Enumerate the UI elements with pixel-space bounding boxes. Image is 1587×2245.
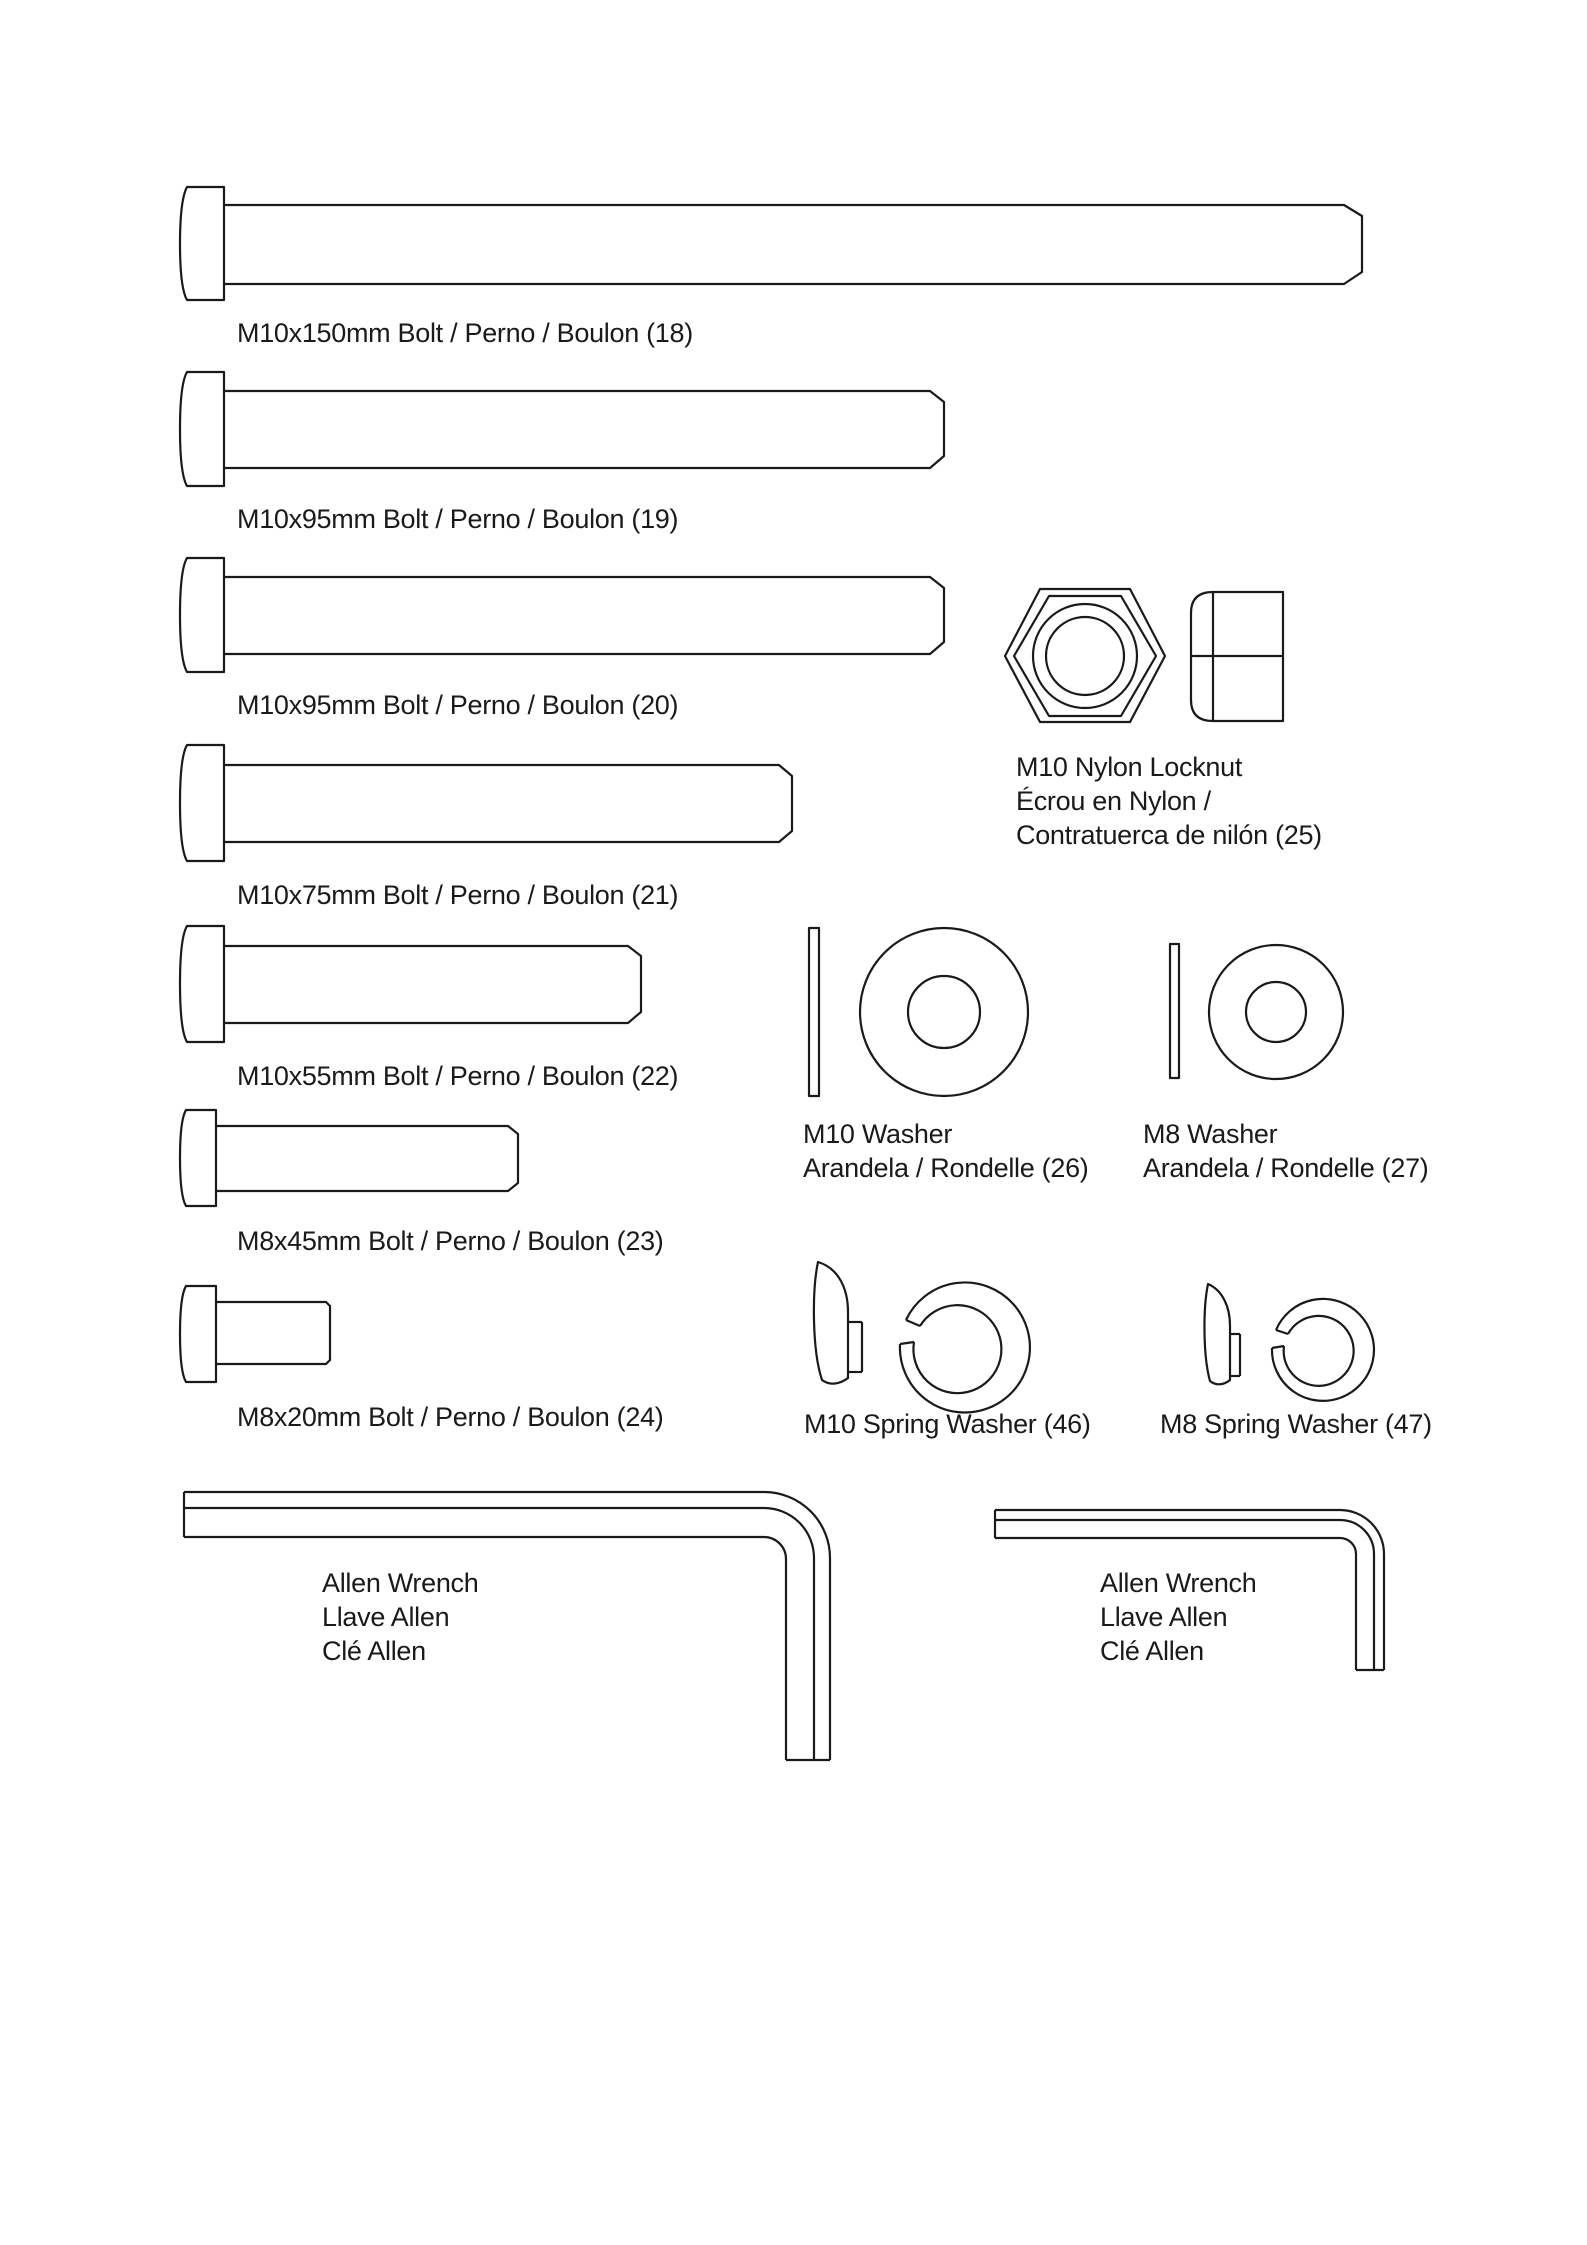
spring-washer-47-drawing [1203, 1282, 1376, 1402]
bolt-21-drawing [178, 743, 794, 863]
allen-wrench-small-label-line-1: Allen Wrench [1100, 1568, 1257, 1598]
locknut-25-drawing [1003, 587, 1285, 724]
locknut-25-label-line-3: Contratuerca de nilón (25) [1016, 820, 1322, 850]
allen-wrench-small-drawing [993, 1508, 1386, 1672]
allen-wrench-large-label-line-2: Llave Allen [322, 1602, 450, 1632]
bolt-19-drawing [178, 370, 946, 488]
washer-27-label-line-2: Arandela / Rondelle (27) [1143, 1153, 1429, 1183]
washer-27-label-line-1: M8 Washer [1143, 1119, 1278, 1149]
locknut-25-label: M10 Nylon Locknut Écrou en Nylon / Contr… [1016, 750, 1322, 852]
bolt-19-label: M10x95mm Bolt / Perno / Boulon (19) [237, 504, 679, 534]
allen-wrench-large-label-line-3: Clé Allen [322, 1636, 426, 1666]
bolt-21-label: M10x75mm Bolt / Perno / Boulon (21) [237, 880, 679, 910]
allen-wrench-small-label-line-3: Clé Allen [1100, 1636, 1204, 1666]
allen-wrench-large-label-line-1: Allen Wrench [322, 1568, 479, 1598]
bolt-20-label: M10x95mm Bolt / Perno / Boulon (20) [237, 690, 679, 720]
washer-26-label: M10 Washer Arandela / Rondelle (26) [803, 1117, 1089, 1185]
washer-26-label-line-2: Arandela / Rondelle (26) [803, 1153, 1089, 1183]
locknut-25-label-line-1: M10 Nylon Locknut [1016, 752, 1243, 782]
bolt-18-drawing [178, 185, 1364, 302]
bolt-20-drawing [178, 556, 946, 674]
bolt-22-drawing [178, 924, 643, 1044]
spring-washer-46-drawing [812, 1260, 1031, 1414]
washer-26-label-line-1: M10 Washer [803, 1119, 953, 1149]
bolt-24-label: M8x20mm Bolt / Perno / Boulon (24) [237, 1402, 664, 1432]
allen-wrench-small-label: Allen Wrench Llave Allen Clé Allen [1100, 1566, 1257, 1668]
allen-wrench-large-drawing [182, 1490, 832, 1762]
locknut-25-label-line-2: Écrou en Nylon / [1016, 786, 1211, 816]
washer-26-drawing [807, 926, 1030, 1098]
washer-27-label: M8 Washer Arandela / Rondelle (27) [1143, 1117, 1429, 1185]
bolt-22-label: M10x55mm Bolt / Perno / Boulon (22) [237, 1061, 679, 1091]
bolt-18-label: M10x150mm Bolt / Perno / Boulon (18) [237, 318, 693, 348]
bolt-23-drawing [178, 1108, 520, 1208]
spring-washer-46-label: M10 Spring Washer (46) [804, 1409, 1091, 1439]
washer-27-drawing [1168, 942, 1345, 1081]
bolt-24-drawing [178, 1284, 332, 1384]
allen-wrench-small-label-line-2: Llave Allen [1100, 1602, 1228, 1632]
bolt-23-label: M8x45mm Bolt / Perno / Boulon (23) [237, 1226, 664, 1256]
allen-wrench-large-label: Allen Wrench Llave Allen Clé Allen [322, 1566, 479, 1668]
spring-washer-47-label: M8 Spring Washer (47) [1160, 1409, 1432, 1439]
